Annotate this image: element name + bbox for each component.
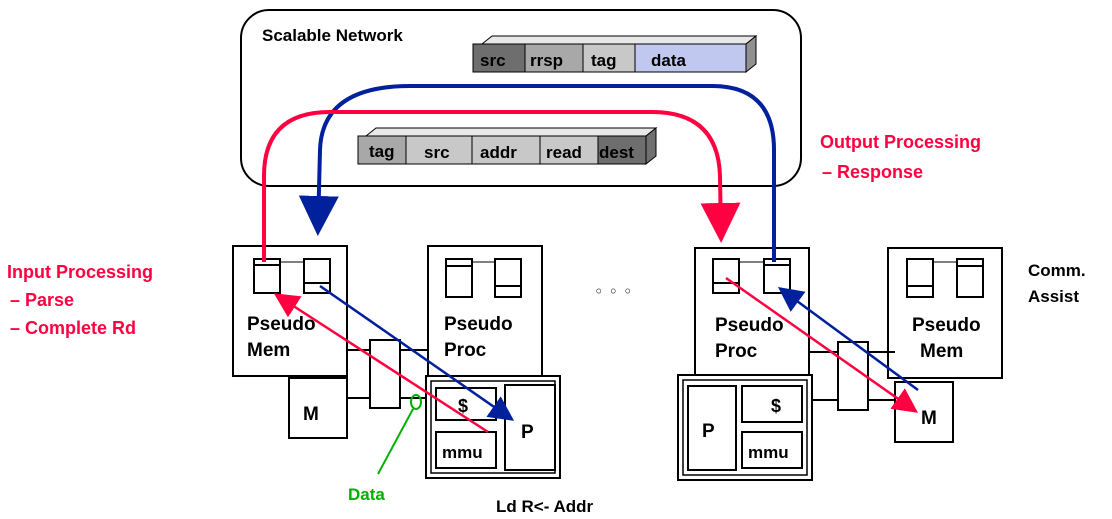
left-pseudo-proc-line2: Proc (444, 340, 487, 361)
right-processor-label: P (702, 421, 715, 442)
right-memory-label: M (921, 408, 937, 429)
right-bus (837, 341, 869, 411)
response-field-src (472, 43, 526, 73)
left-processor-label: P (521, 422, 534, 443)
response-field-data-label: data (651, 51, 687, 70)
input-processing-label: Input Processing (7, 262, 153, 282)
input-complete-label: – Complete Rd (10, 318, 136, 338)
output-processing-label: Output Processing (820, 132, 981, 152)
right-cache (741, 385, 803, 423)
left-pseudo-mem-line2: Mem (247, 340, 290, 361)
request-field-read-label: read (546, 143, 582, 162)
data-probe-line (377, 408, 414, 475)
response-field-src-label: src (480, 51, 506, 70)
left-pseudo-mem-line1: Pseudo (247, 314, 316, 335)
response-field-tag (582, 43, 636, 73)
response-field-data (634, 43, 747, 73)
comm-assist-line2: Assist (1028, 287, 1079, 306)
left-response-arrow (319, 284, 515, 421)
request-packet: tag src addr read dest (357, 126, 658, 166)
right-processor (687, 385, 737, 471)
request-field-tag-label: tag (369, 142, 395, 161)
right-pseudo-proc-line1: Pseudo (715, 315, 784, 336)
left-request-arrow (273, 293, 489, 434)
response-field-rrsp-label: rrsp (530, 51, 563, 70)
request-field-tag (357, 135, 407, 165)
response-path (298, 84, 776, 262)
left-memory (288, 377, 348, 439)
left-processor (504, 384, 556, 471)
left-node: Pseudo Mem Pseudo Proc M $ mmu P (232, 245, 561, 479)
left-bus (369, 339, 401, 409)
left-mmu-label: mmu (442, 443, 483, 462)
left-memory-label: M (303, 404, 319, 425)
request-field-addr-label: addr (480, 143, 517, 162)
instruction-label: Ld R<- Addr (496, 497, 593, 516)
left-cache-label: $ (458, 396, 468, 416)
data-label: Data (348, 485, 385, 504)
right-mmu (741, 431, 803, 469)
right-response-arrow (777, 287, 919, 392)
ellipsis: ◦ ◦ ◦ (594, 282, 632, 301)
right-node: Pseudo Proc Pseudo Mem P $ mmu M (677, 247, 1003, 481)
left-pseudo-proc-line1: Pseudo (444, 314, 513, 335)
right-pseudo-mem-line1: Pseudo (912, 315, 981, 336)
network-title: Scalable Network (262, 26, 403, 45)
request-path (262, 110, 741, 262)
right-request-arrow (725, 276, 919, 413)
data-probe (410, 394, 422, 410)
response-packet: src rrsp tag data (472, 34, 758, 74)
request-field-src-label: src (424, 143, 450, 162)
right-cache-label: $ (771, 396, 781, 416)
request-field-dest-label: dest (599, 143, 634, 162)
right-mmu-label: mmu (748, 443, 789, 462)
input-parse-label: – Parse (10, 290, 74, 310)
comm-assist-line1: Comm. (1028, 261, 1086, 280)
right-pseudo-mem-line2: Mem (920, 341, 963, 362)
request-field-read (539, 135, 599, 165)
left-mmu (435, 431, 497, 469)
output-response-label: – Response (822, 162, 923, 182)
right-pseudo-proc-line2: Proc (715, 341, 758, 362)
response-field-tag-label: tag (591, 51, 617, 70)
request-field-dest (597, 135, 647, 165)
